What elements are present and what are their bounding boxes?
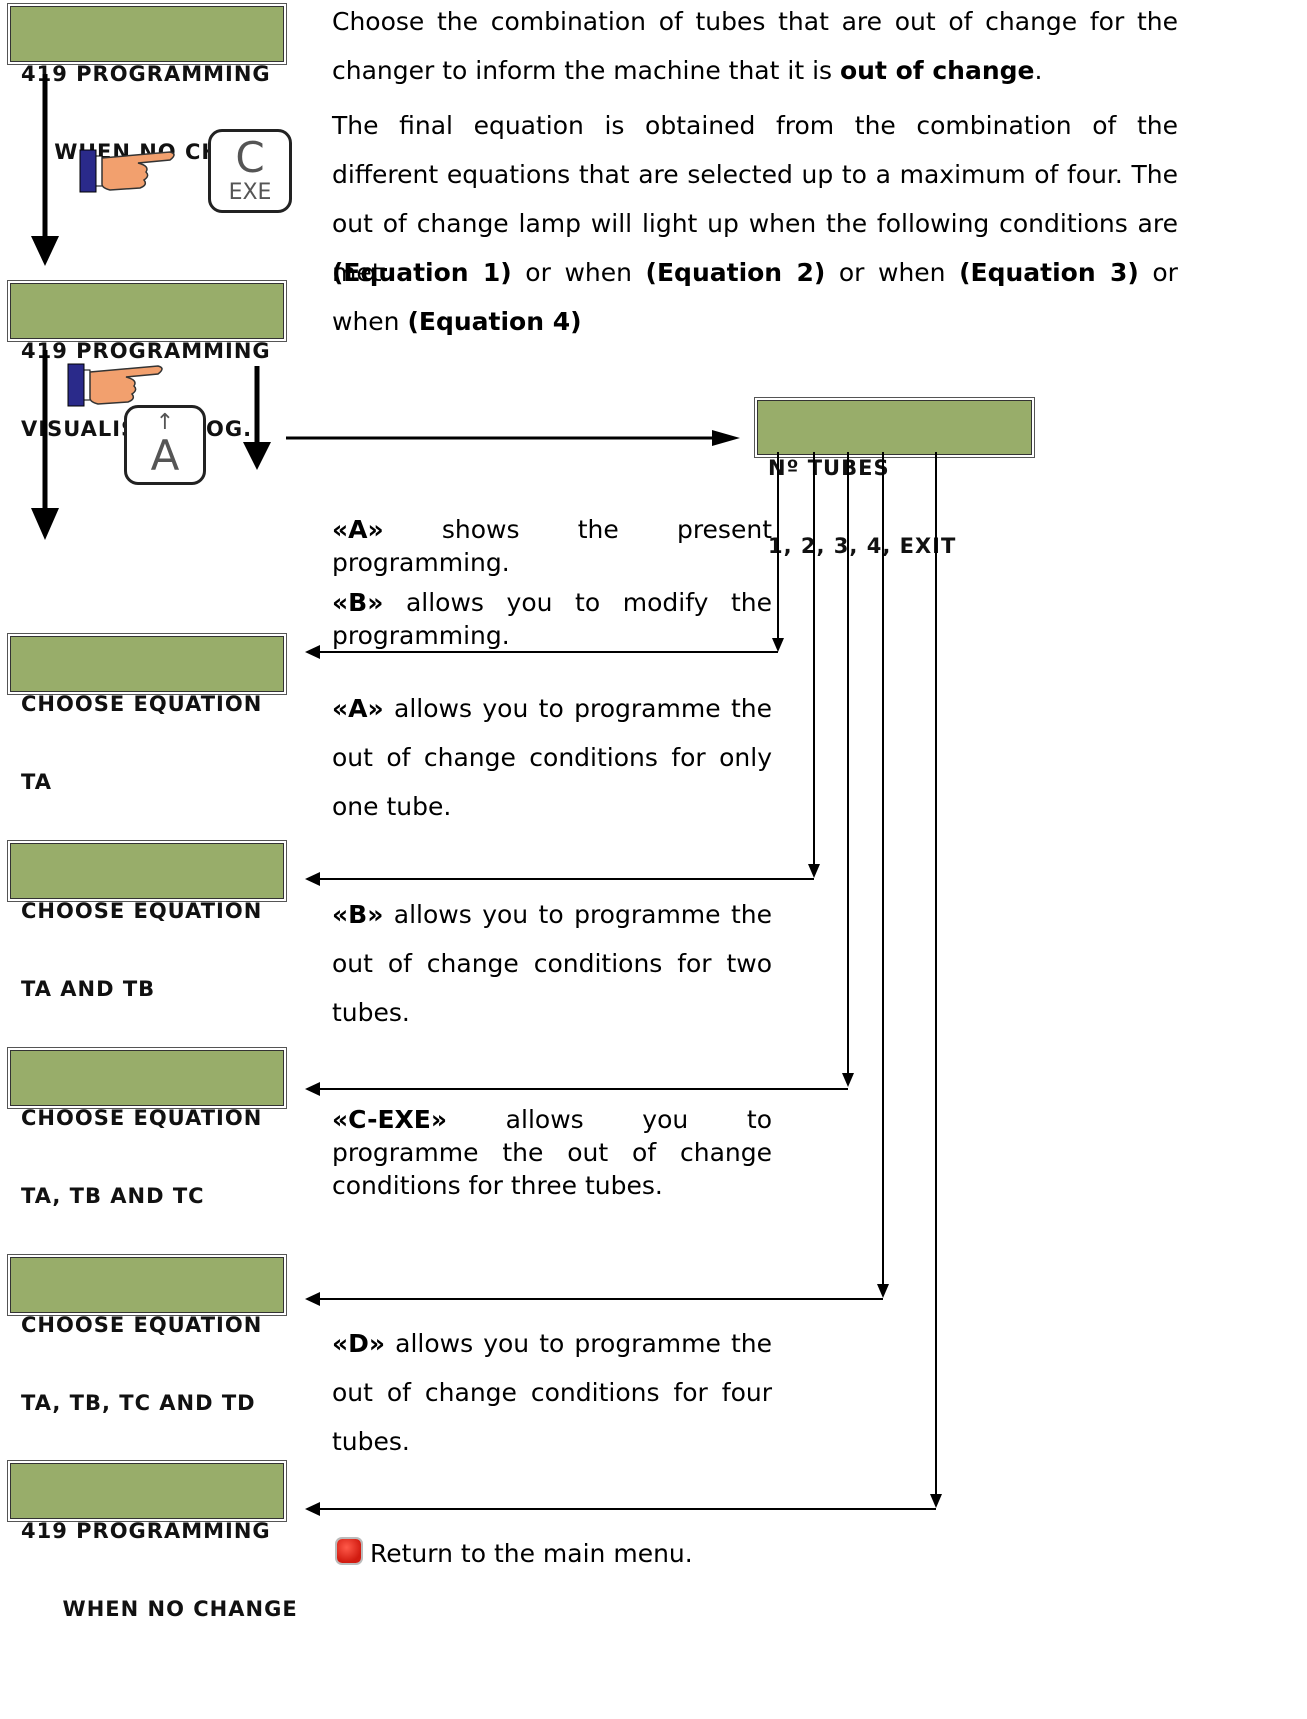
- equation-conditions-paragraph: (Equation 1) or when (Equation 2) or whe…: [332, 248, 1178, 346]
- lcd-line: WHEN NO CHANGE: [21, 1597, 298, 1621]
- option-a-text: shows the present programming.: [332, 515, 772, 577]
- lcd-choose-equation-all: CHOOSE EQUATION TA, TB, TC AND TD: [10, 1257, 284, 1415]
- option-b-text: allows you to modify the programming.: [332, 588, 772, 650]
- option-a-label: «A»: [332, 515, 384, 544]
- option-b2-text: allows you to programme the out of chang…: [332, 900, 772, 1027]
- option-b-modify: «B» allows you to modify the programming…: [332, 586, 772, 652]
- option-c-label: «C-EXE»: [332, 1105, 448, 1134]
- intro-period: .: [1034, 56, 1043, 85]
- option-a2-label: «A»: [332, 694, 384, 723]
- lcd-choose-equation-ta-tb-tc: CHOOSE EQUATION TA, TB AND TC: [10, 1050, 284, 1208]
- lcd-line: CHOOSE EQUATION: [21, 1313, 263, 1337]
- return-main-menu: Return to the main menu.: [370, 1532, 970, 1576]
- option-d-label: «D»: [332, 1329, 386, 1358]
- pointing-hand-icon: [79, 149, 175, 193]
- equation-4: (Equation 4): [407, 307, 582, 336]
- option-b-label: «B»: [332, 588, 384, 617]
- equation-3: (Equation 3): [959, 258, 1139, 287]
- option-c-text: allows you to programme the out of chang…: [332, 1105, 772, 1200]
- intro-text: Choose the combination of tubes that are…: [332, 7, 1178, 85]
- option-d-text: allows you to programme the out of chang…: [332, 1329, 772, 1456]
- lcd-line: TA AND TB: [21, 977, 156, 1001]
- lcd-line: TA: [21, 770, 52, 794]
- lcd-choose-equation-ta-tb: CHOOSE EQUATION TA AND TB: [10, 843, 284, 1001]
- a-key-glyph: A: [150, 431, 180, 480]
- or-text: or: [1138, 258, 1178, 287]
- up-arrow-icon: ↑: [155, 410, 175, 435]
- lcd-visualis-prog: 419 PROGRAMMING VISUALIS. - PROG.: [10, 283, 284, 441]
- lcd-line: 419 PROGRAMMING: [21, 339, 271, 363]
- lcd-line: CHOOSE EQUATION: [21, 1106, 263, 1130]
- when-text: when: [332, 307, 408, 336]
- equation-1: (Equation 1): [332, 258, 512, 287]
- option-a-shows: «A» shows the present programming.: [332, 513, 772, 579]
- lcd-choose-equation-ta: CHOOSE EQUATION TA: [10, 636, 284, 794]
- option-a-one-tube: «A» allows you to programme the out of c…: [332, 684, 772, 831]
- lcd-line: 419 PROGRAMMING: [21, 62, 271, 86]
- or-when: or when: [825, 258, 960, 287]
- lcd-line: 419 PROGRAMMING: [21, 1519, 271, 1543]
- equation-2: (Equation 2): [645, 258, 826, 287]
- return-text: Return to the main menu.: [370, 1539, 693, 1568]
- c-key-glyph: C: [235, 133, 265, 182]
- option-b2-label: «B»: [332, 900, 384, 929]
- option-c-three-tubes: «C-EXE» allows you to programme the out …: [332, 1103, 772, 1202]
- option-d-four-tubes: «D» allows you to programme the out of c…: [332, 1319, 772, 1466]
- final-equation-text: The final equation is obtained from the …: [332, 111, 1178, 287]
- lcd-line: 1, 2, 3, 4, EXIT: [768, 534, 957, 558]
- stop-button-icon: [337, 1539, 361, 1563]
- lcd-line: TA, TB AND TC: [21, 1184, 205, 1208]
- intro-paragraph: Choose the combination of tubes that are…: [332, 0, 1178, 95]
- out-of-change-bold: out of change: [839, 56, 1035, 85]
- pointing-hand-icon: [67, 363, 163, 407]
- option-b-two-tubes: «B» allows you to programme the out of c…: [332, 890, 772, 1037]
- option-a2-text: allows you to programme the out of chang…: [332, 694, 772, 821]
- exe-key-glyph: EXE: [228, 180, 272, 205]
- lcd-line: CHOOSE EQUATION: [21, 692, 263, 716]
- a-key-button[interactable]: ↑ A: [124, 405, 206, 485]
- c-exe-key-button[interactable]: C EXE: [208, 129, 292, 213]
- final-equation-paragraph: The final equation is obtained from the …: [332, 101, 1178, 297]
- lcd-line: CHOOSE EQUATION: [21, 899, 263, 923]
- or-when: or when: [511, 258, 646, 287]
- lcd-programming-end: 419 PROGRAMMING WHEN NO CHANGE: [10, 1463, 297, 1621]
- lcd-line: TA, TB, TC AND TD: [21, 1391, 256, 1415]
